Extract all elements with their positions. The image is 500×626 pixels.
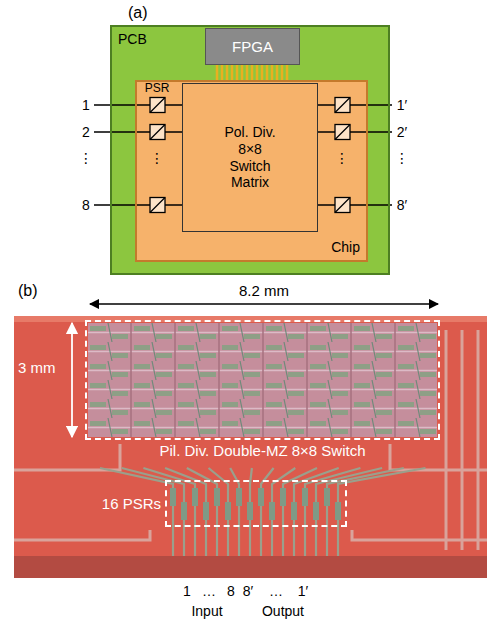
chip-photo [214,488,220,506]
outside-label-holder: Pil. Div. Double-MZ 8×8 Switch [159,442,365,460]
psr-wiring [150,98,165,113]
chip-photo [88,323,437,437]
chip-photo [477,330,480,550]
ellipsis: ⋮ [335,150,349,166]
fpga-block: FPGA [205,28,300,65]
psr-region: 16 PSRs [165,480,347,527]
chip-photo [390,444,487,470]
psr-wiring [335,125,350,140]
port-number: 8 [227,583,235,599]
port-number: 1′ [298,583,308,599]
port-group-label: Input [191,603,222,619]
chip-photo [14,530,150,540]
port-number: 2′ [397,124,407,140]
port-number: 2 [82,124,90,140]
port-number: 1 [183,583,191,599]
chip-photo [170,488,176,506]
chip-photo [324,488,330,506]
chip-photo [170,488,341,520]
chip-photo [258,488,264,506]
switch-region: Pil. Div. Double-MZ 8×8 Switch [85,320,440,440]
chip-photo [269,502,275,520]
port-group-label: Output [262,603,304,619]
switch-matrix: Pol. Div. 8×8 Switch Matrix [182,83,318,232]
psr-wiring [150,198,165,213]
chip-photo [302,488,308,506]
chip-photo [192,488,198,506]
psr-wiring [150,125,165,140]
chip-photo [181,502,187,520]
dimension-arrow [71,323,73,437]
chip-photo [203,502,209,520]
panel-letter: (b) [18,282,38,300]
psr-wiring [335,98,350,113]
connector [217,65,287,80]
dimension-arrow [72,304,438,437]
port-number: 1′ [397,97,407,113]
chip-photo [14,316,487,578]
port-number: 1 [82,97,90,113]
chip-block-text: Chip [331,239,360,256]
port-number: 8′ [397,197,407,213]
dimension-arrow [90,303,438,305]
ellipsis: ⋮ [150,150,164,166]
ellipsis: ⋮ [79,150,93,166]
psr-wiring [335,125,350,140]
switch-matrix-fill [182,83,318,232]
chip-photo [14,556,487,578]
chip-photo [313,502,319,520]
psr-wiring [94,98,392,213]
chip-photo [338,468,426,556]
port-number: 8 [82,197,90,213]
chip-photo [100,468,173,556]
psr-wiring [150,125,165,140]
chip-photo [280,488,286,506]
psr-wiring [335,198,350,213]
psr-wiring [335,98,350,113]
port-number: 8′ [243,583,253,599]
switch-matrix-text: Pol. Div. 8×8 Switch Matrix [218,124,282,191]
psr-wiring [150,198,165,213]
ellipsis: ⋮ [395,150,409,166]
chip-block: Chip Pol. Div. 8×8 Switch Matrix [135,80,368,262]
dimension-label: 8.2 mm [239,282,289,299]
dimension-label: 3 mm [18,359,56,376]
chip-photo [445,330,448,550]
fpga-block-text: FPGA [232,38,273,56]
ellipsis: … [202,583,216,599]
chip-photo [291,502,297,520]
chip-photo [461,330,464,550]
switch-region-text: Pil. Div. Double-MZ 8×8 Switch [159,442,365,460]
chip-photo [236,488,242,506]
fpga-block-fill [205,28,300,65]
psr-region-text: 16 PSRs [102,495,161,513]
ellipsis: … [269,583,283,599]
pcb-board-text: PCB [118,31,147,48]
chip-block-fill [135,80,368,262]
pcb-board-fill [110,25,390,275]
chip-photo [335,502,341,520]
chip-photo [247,502,253,520]
psr-wiring [150,98,165,113]
part-label: PSR [145,82,170,96]
chip-photo [352,530,487,540]
chip-photo [14,444,120,470]
chip-photo [100,468,426,556]
panel-letter: (a) [128,4,148,22]
chip-photo [225,502,231,520]
outside-label-holder: 16 PSRs [102,495,161,513]
psr-wiring [335,198,350,213]
chip-photo [14,316,487,578]
